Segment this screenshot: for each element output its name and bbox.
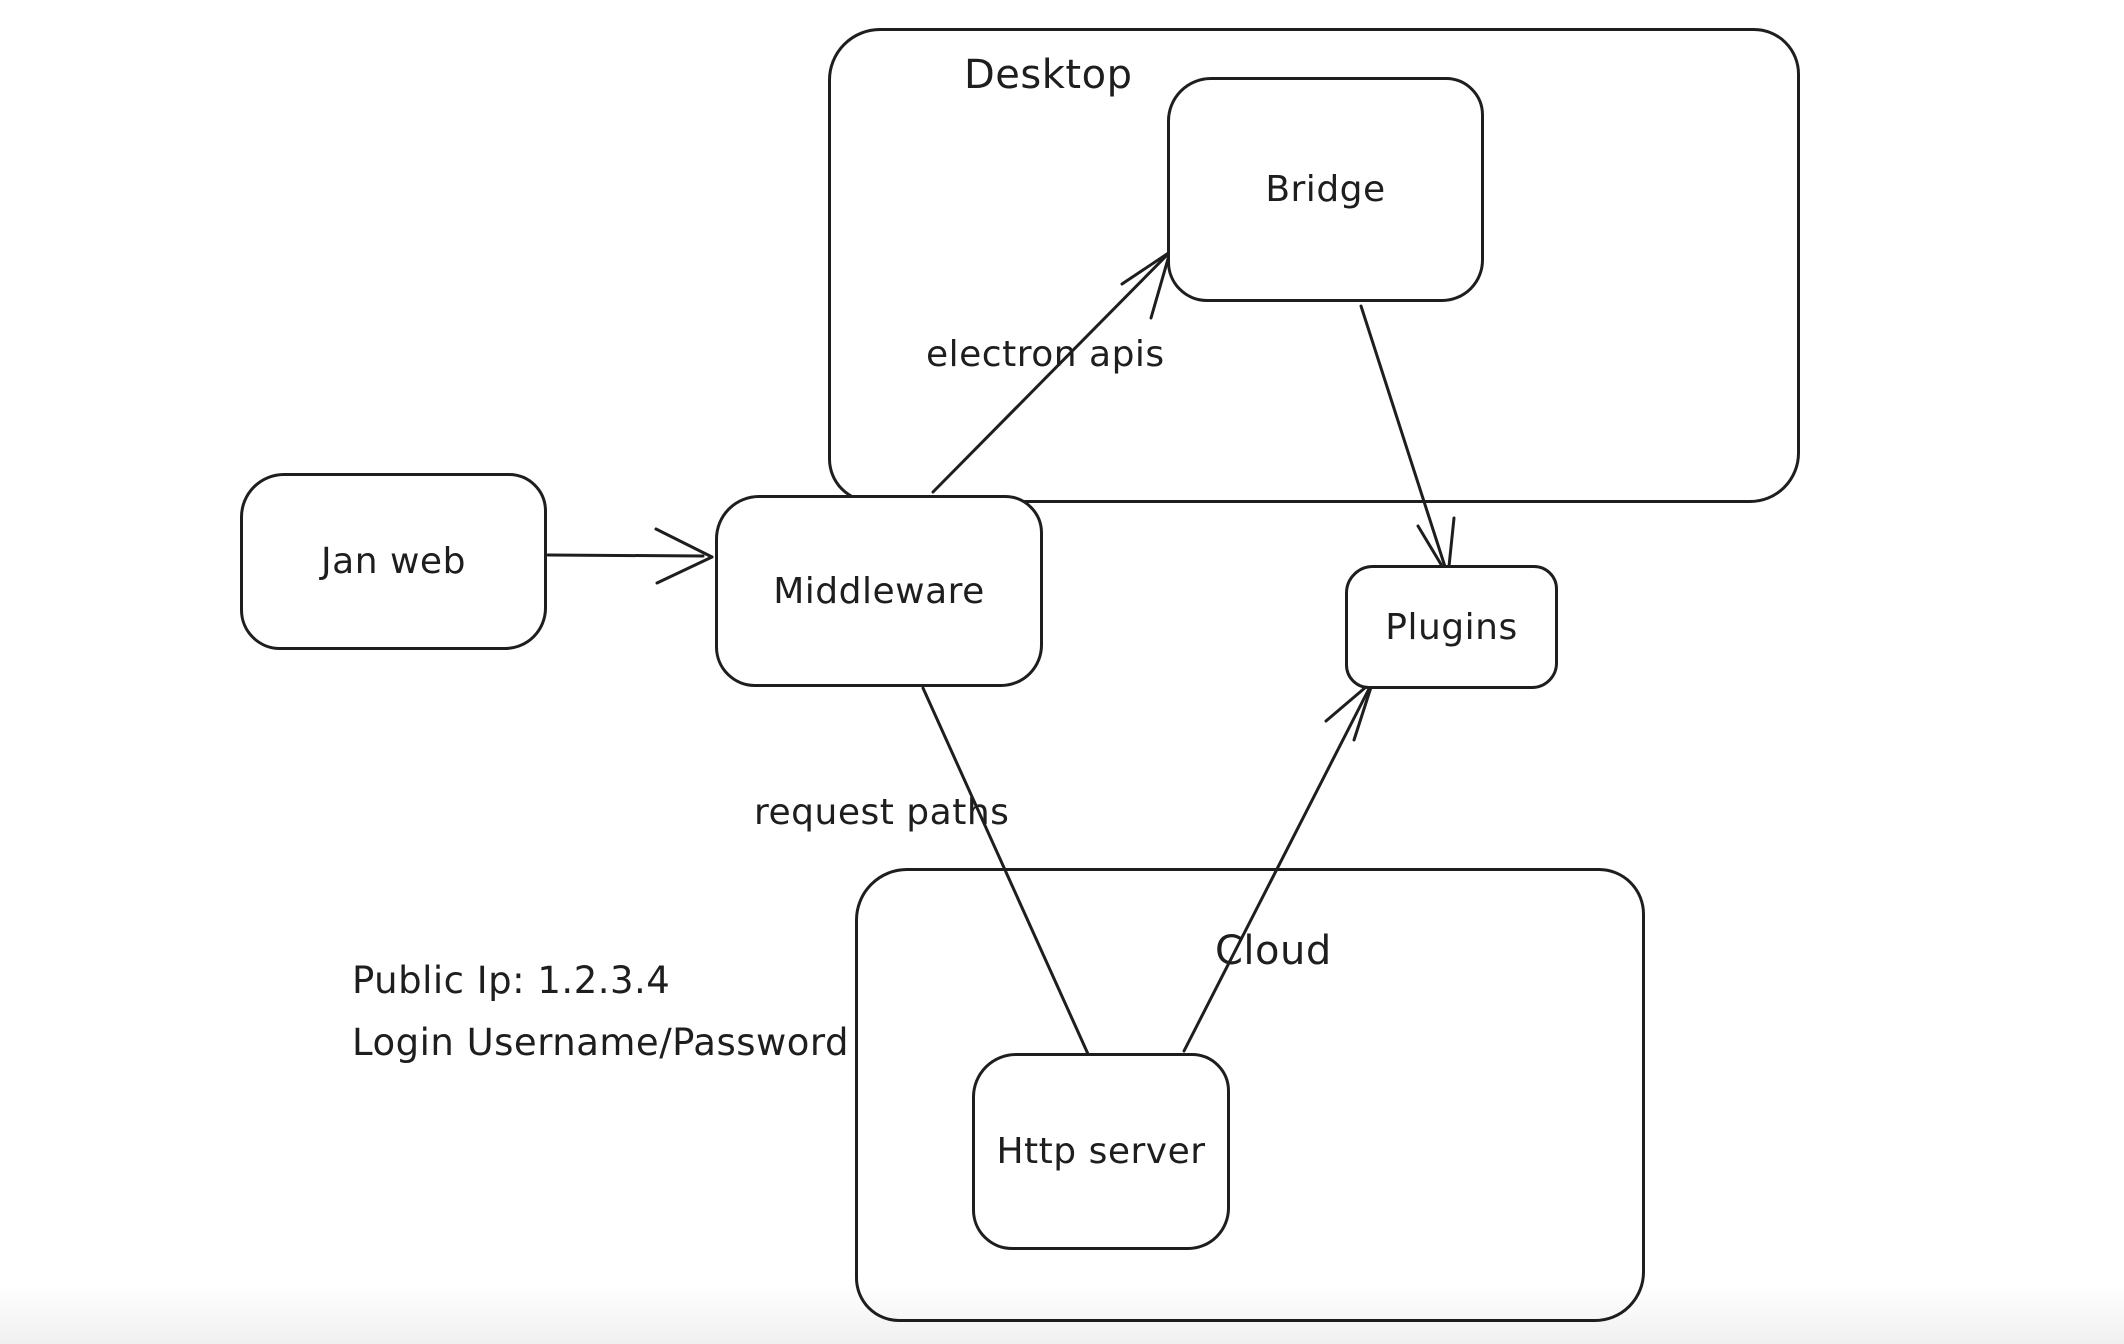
annotation-credentials: Public Ip: 1.2.3.4 Login Username/Passwo… [352, 950, 849, 1074]
desktop-container [828, 28, 1800, 503]
node-plugins-label: Plugins [1385, 606, 1518, 648]
node-bridge: Bridge [1167, 77, 1484, 302]
cloud-container [855, 868, 1645, 1322]
node-jan-web-label: Jan web [321, 541, 466, 582]
edge-label-electron-apis: electron apis [926, 334, 1165, 375]
cloud-container-label: Cloud [1215, 928, 1332, 974]
edge-janweb-to-middleware [546, 527, 714, 585]
desktop-container-label: Desktop [964, 52, 1133, 98]
annotation-login: Login Username/Password [352, 1021, 849, 1064]
node-http-server-label: Http server [996, 1131, 1206, 1172]
node-bridge-label: Bridge [1265, 169, 1386, 210]
annotation-public-ip: Public Ip: 1.2.3.4 [352, 959, 671, 1002]
node-middleware-label: Middleware [773, 570, 985, 612]
node-middleware: Middleware [715, 495, 1043, 687]
node-jan-web: Jan web [240, 473, 547, 650]
edge-middleware-to-bridge [931, 250, 1172, 494]
edge-middleware-to-httpserver [921, 686, 1090, 1056]
edge-label-request-paths: request paths [754, 792, 1010, 833]
node-http-server: Http server [972, 1053, 1230, 1250]
node-plugins: Plugins [1345, 565, 1558, 689]
